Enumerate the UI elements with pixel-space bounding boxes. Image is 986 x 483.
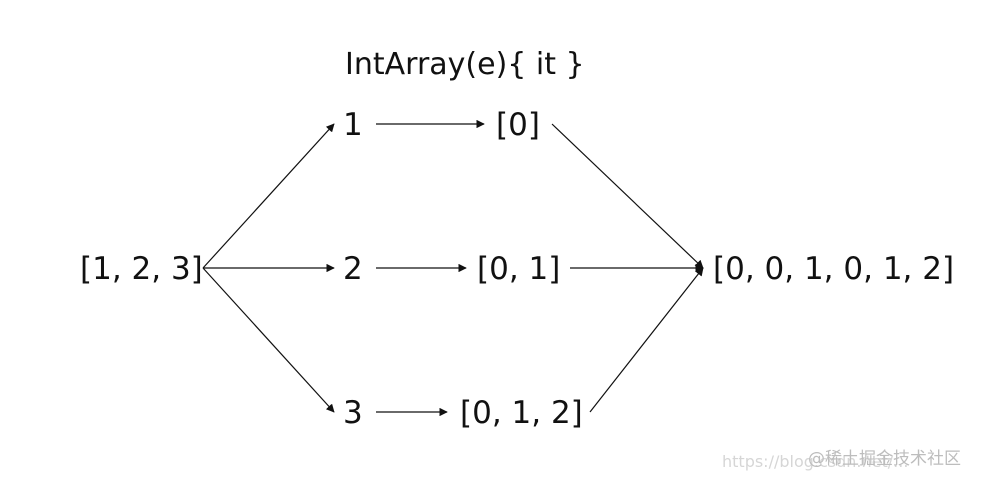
node-element-3: 3 xyxy=(343,395,363,431)
node-element-2: 2 xyxy=(343,251,363,287)
node-element-1: 1 xyxy=(343,107,363,143)
node-array-1: [0] xyxy=(496,107,540,143)
watermark-url: https://blog.csdn.net/... xyxy=(722,452,908,471)
node-array-3: [0, 1, 2] xyxy=(460,395,583,431)
edge-array-3-to-result xyxy=(589,267,704,413)
edge-array-1-to-result xyxy=(551,123,704,269)
node-result: [0, 0, 1, 0, 1, 2] xyxy=(713,251,954,287)
diagram-title: IntArray(e){ it } xyxy=(345,47,585,82)
edge-source-to-1 xyxy=(202,123,335,269)
edge-source-to-3 xyxy=(202,267,335,413)
node-source: [1, 2, 3] xyxy=(80,251,203,287)
watermark-site: @稀土掘金技术社区 xyxy=(808,449,961,469)
node-array-2: [0, 1] xyxy=(477,251,560,287)
